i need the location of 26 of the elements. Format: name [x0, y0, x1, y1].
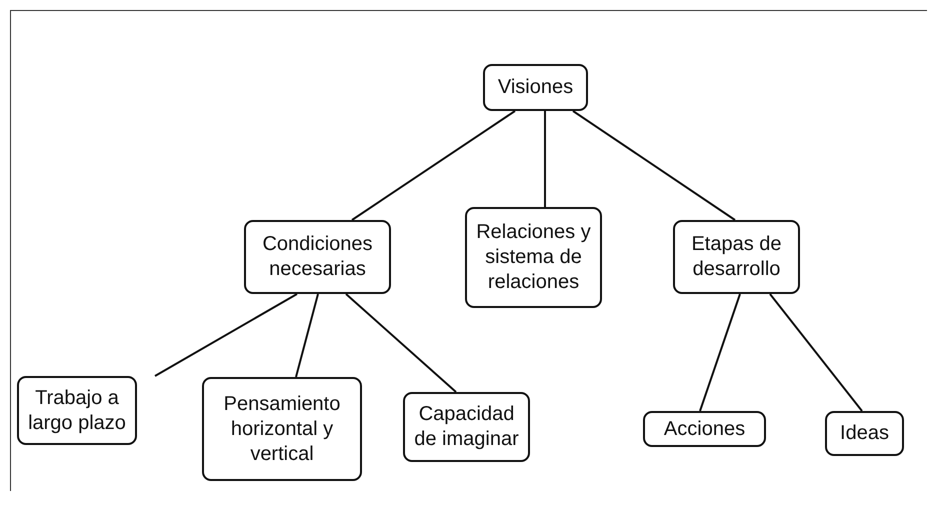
connector-line	[699, 294, 741, 412]
concept-box	[643, 411, 766, 447]
node-label: Ideas	[840, 421, 889, 446]
node-label: Trabajo a largo plazo	[27, 386, 127, 436]
node-label: Visiones	[498, 75, 574, 100]
node-label: Pensamiento horizontal y vertical	[222, 392, 342, 466]
concept-box	[825, 411, 904, 456]
connector-line	[351, 110, 516, 221]
connector-line	[572, 110, 736, 221]
concept-box	[403, 392, 530, 462]
node-label: Acciones	[664, 416, 746, 442]
concept-box	[244, 220, 391, 294]
connector-line	[295, 294, 319, 378]
node-label: Relaciones y sistema de relaciones	[475, 220, 592, 295]
concept-box	[202, 377, 362, 481]
concept-box	[673, 220, 800, 294]
connector-line	[769, 293, 863, 412]
concept-box	[465, 207, 602, 308]
concept-box	[483, 64, 588, 111]
connector-line	[544, 111, 546, 207]
connector-line	[345, 293, 457, 393]
connector-line	[154, 293, 298, 377]
node-label: Capacidad de imaginar	[413, 402, 520, 452]
node-label: Etapas de desarrollo	[690, 232, 783, 282]
node-label: Condiciones necesarias	[261, 232, 374, 282]
concept-box	[17, 376, 137, 445]
